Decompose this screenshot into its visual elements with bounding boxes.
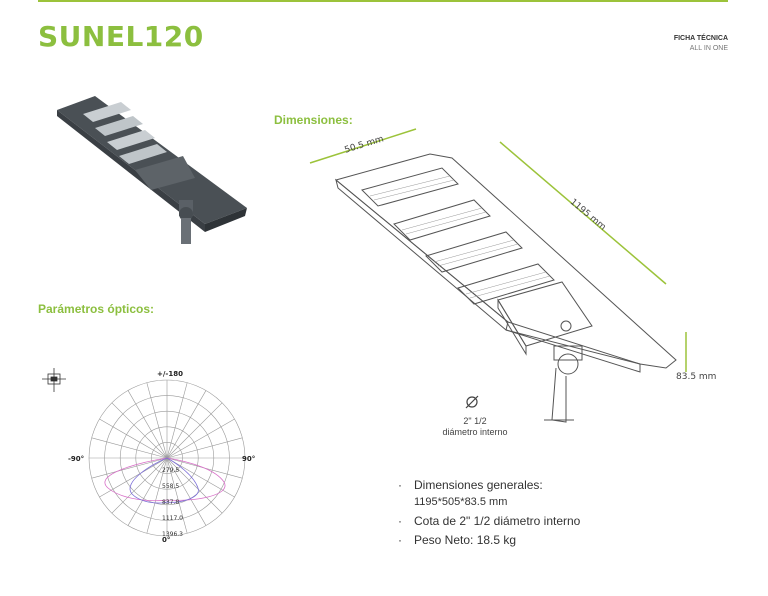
polar-curve-b (129, 457, 199, 504)
pole-diameter-label: diámetro interno (442, 427, 508, 437)
spec-dimensions-value: 1195*505*83.5 mm (414, 496, 508, 508)
polar-spoke (111, 457, 168, 514)
polar-label-left: -90° (68, 455, 84, 463)
polar-spoke (91, 457, 168, 479)
polar-label-top: +/-180 (157, 370, 183, 378)
polar-ring-3: 837.8 (162, 499, 179, 506)
polar-label-right: 90° (242, 455, 255, 463)
sheet-type: FICHA TÉCNICA ALL IN ONE (674, 34, 728, 54)
specifications-list: Dimensiones generales: 1195*505*83.5 mm … (398, 476, 580, 550)
spec-dimensions: Dimensiones generales: (398, 476, 580, 495)
polar-spoke (166, 457, 235, 498)
header-rule (38, 0, 728, 2)
polar-spoke (127, 457, 168, 526)
sheet-type-line2: ALL IN ONE (689, 45, 728, 52)
product-title: SUNEL120 (38, 20, 204, 53)
polar-spoke (111, 402, 168, 459)
polar-label-bottom: 0° (162, 536, 170, 544)
optical-heading: Parámetros ópticos: (38, 302, 155, 316)
pole-diameter-value: 2" 1/2 (463, 416, 487, 426)
pole-diameter-icon (465, 395, 479, 409)
sheet-type-line1: FICHA TÉCNICA (673, 35, 728, 42)
polar-curve-a (104, 457, 226, 502)
polar-spoke (166, 402, 223, 459)
polar-spoke (91, 437, 168, 459)
dimensions-heading: Dimensiones: (274, 113, 353, 127)
polar-spoke (166, 457, 223, 514)
polar-spoke (146, 382, 168, 459)
polar-ring-1: 279.5 (162, 467, 179, 474)
polar-ring-5: 1396.3 (162, 531, 183, 538)
polar-spoke (166, 390, 207, 459)
luminaire-drawing (334, 153, 677, 423)
polar-ring-4: 1117.0 (162, 515, 183, 522)
polar-ring-2: 558.5 (162, 483, 179, 490)
spec-weight: Peso Neto: 18.5 kg (398, 531, 580, 550)
spec-pole: Cota de 2" 1/2 diámetro interno (398, 512, 580, 531)
polar-diagram: +/-180 -90° 90° 0° 279.5 558.5 837.8 111… (68, 370, 255, 544)
polar-spoke (146, 457, 168, 534)
polar-spoke (166, 437, 243, 459)
height-dimension: 83.5 mm (676, 372, 717, 382)
pole-diameter-note: 2" 1/2 diámetro interno (430, 416, 520, 438)
polar-spoke (99, 457, 168, 498)
product-photo (57, 96, 247, 244)
polar-spoke (166, 382, 188, 459)
polar-spoke (166, 418, 235, 459)
polar-spoke (99, 418, 168, 459)
polar-spoke (166, 457, 188, 534)
polar-spoke (166, 457, 207, 526)
luminaire-orientation-icon (42, 368, 66, 392)
polar-spoke (127, 390, 168, 459)
